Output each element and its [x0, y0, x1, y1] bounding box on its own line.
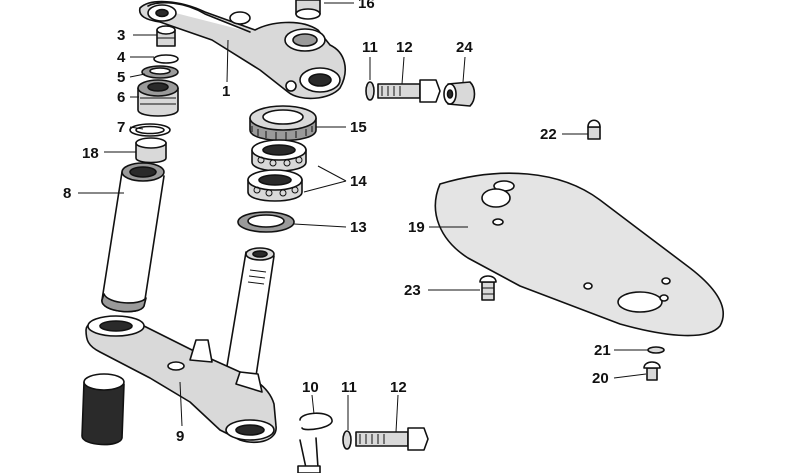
- label-7: 7: [117, 119, 125, 136]
- label-13: 13: [350, 219, 367, 236]
- screw-20: [643, 361, 661, 381]
- bolt-12-upper: [377, 79, 441, 103]
- part-labels: 16 3 4 5 6 7 18 8 1 11 12 24 15 14 13 19…: [63, 0, 611, 445]
- label-23: 23: [404, 282, 421, 299]
- label-8: 8: [63, 185, 71, 202]
- bolt-3: [156, 25, 176, 47]
- label-14: 14: [350, 173, 367, 190]
- cap-nut-24: [443, 81, 476, 107]
- top-nut-16: [295, 0, 321, 20]
- leader-lines: [78, 2, 648, 433]
- cover-plate-19: [434, 172, 725, 337]
- label-20: 20: [592, 370, 609, 387]
- label-4: 4: [117, 49, 126, 66]
- bearing-14-lower: [247, 169, 303, 202]
- label-12-lower: 12: [390, 379, 407, 396]
- clip-10: [297, 412, 333, 473]
- label-19: 19: [408, 219, 425, 236]
- label-5: 5: [117, 69, 125, 86]
- washer-4: [153, 54, 179, 64]
- label-24: 24: [456, 39, 473, 56]
- lower-triple-clamp: [85, 247, 277, 444]
- screw-23: [479, 275, 497, 301]
- label-11-upper: 11: [362, 39, 378, 56]
- label-22: 22: [540, 126, 557, 143]
- label-6: 6: [117, 89, 125, 106]
- label-15: 15: [350, 119, 367, 136]
- washer-21: [647, 346, 665, 354]
- fork-tube-lower: [81, 373, 125, 446]
- fork-tube-8: [101, 162, 165, 313]
- upper-triple-clamp: [138, 0, 346, 100]
- ring-nut-15: [249, 105, 317, 142]
- label-16: 16: [358, 0, 375, 12]
- label-21: 21: [594, 342, 611, 359]
- label-1: 1: [222, 83, 230, 100]
- label-18: 18: [82, 145, 99, 162]
- label-12-upper: 12: [396, 39, 413, 56]
- label-10: 10: [302, 379, 319, 396]
- washer-11-lower: [342, 430, 352, 450]
- seal-13: [237, 211, 295, 233]
- ring-5: [141, 65, 179, 79]
- label-9: 9: [176, 428, 184, 445]
- washer-11-upper: [365, 81, 375, 101]
- label-11-lower: 11: [341, 379, 357, 396]
- spacer-18: [135, 137, 167, 164]
- bearing-14-upper: [251, 139, 307, 172]
- bolt-12-lower: [355, 427, 429, 451]
- label-3: 3: [117, 27, 125, 44]
- screw-22: [587, 119, 601, 140]
- fork-cap-6: [137, 79, 179, 117]
- o-ring-7: [129, 123, 171, 137]
